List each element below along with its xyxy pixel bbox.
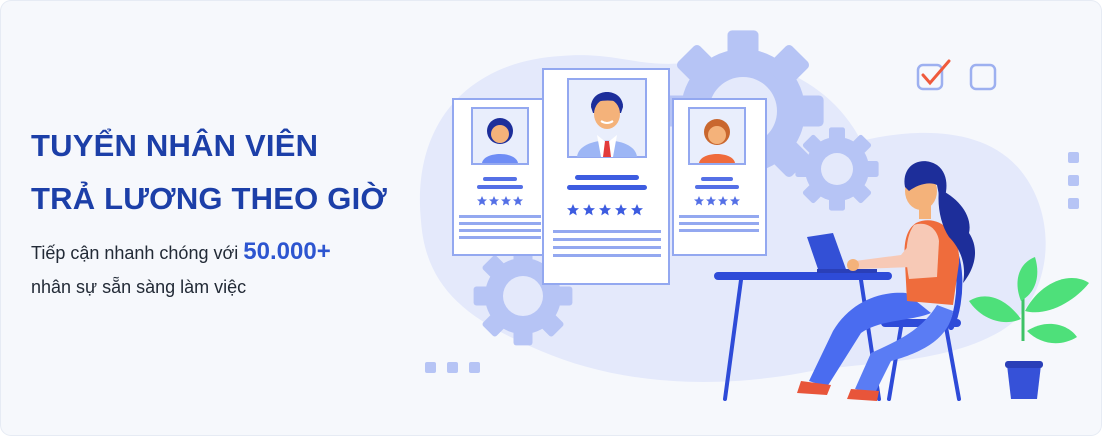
hero-text: TUYỂN NHÂN VIÊN TRẢ LƯƠNG THEO GIỜ Tiếp … <box>31 119 431 304</box>
checkbox-checked-icon <box>916 63 944 91</box>
candidate-count: 50.000+ <box>243 238 331 265</box>
checkbox-empty-icon <box>969 63 997 91</box>
woman-at-desk <box>797 161 976 401</box>
headline-line-2: TRẢ LƯƠNG THEO GIỜ <box>31 181 388 216</box>
plant-icon <box>969 257 1089 399</box>
profile-card-center <box>542 68 670 285</box>
subtext-line-2: nhân sự sẵn sàng làm việc <box>31 277 247 297</box>
gear-icon-medium <box>795 127 879 211</box>
subtext-prefix: Tiếp cận nhanh chóng với <box>31 243 239 263</box>
gear-icon-bottom <box>473 246 573 346</box>
hero-subtext: Tiếp cận nhanh chóng với 50.000+ nhân sự… <box>31 235 431 304</box>
laptop-icon <box>807 233 877 273</box>
profile-card-left <box>452 98 547 256</box>
profile-card-right <box>672 98 767 256</box>
headline-line-1: TUYỂN NHÂN VIÊN <box>31 128 319 163</box>
hero-headline: TUYỂN NHÂN VIÊN TRẢ LƯƠNG THEO GIỜ <box>31 119 431 225</box>
